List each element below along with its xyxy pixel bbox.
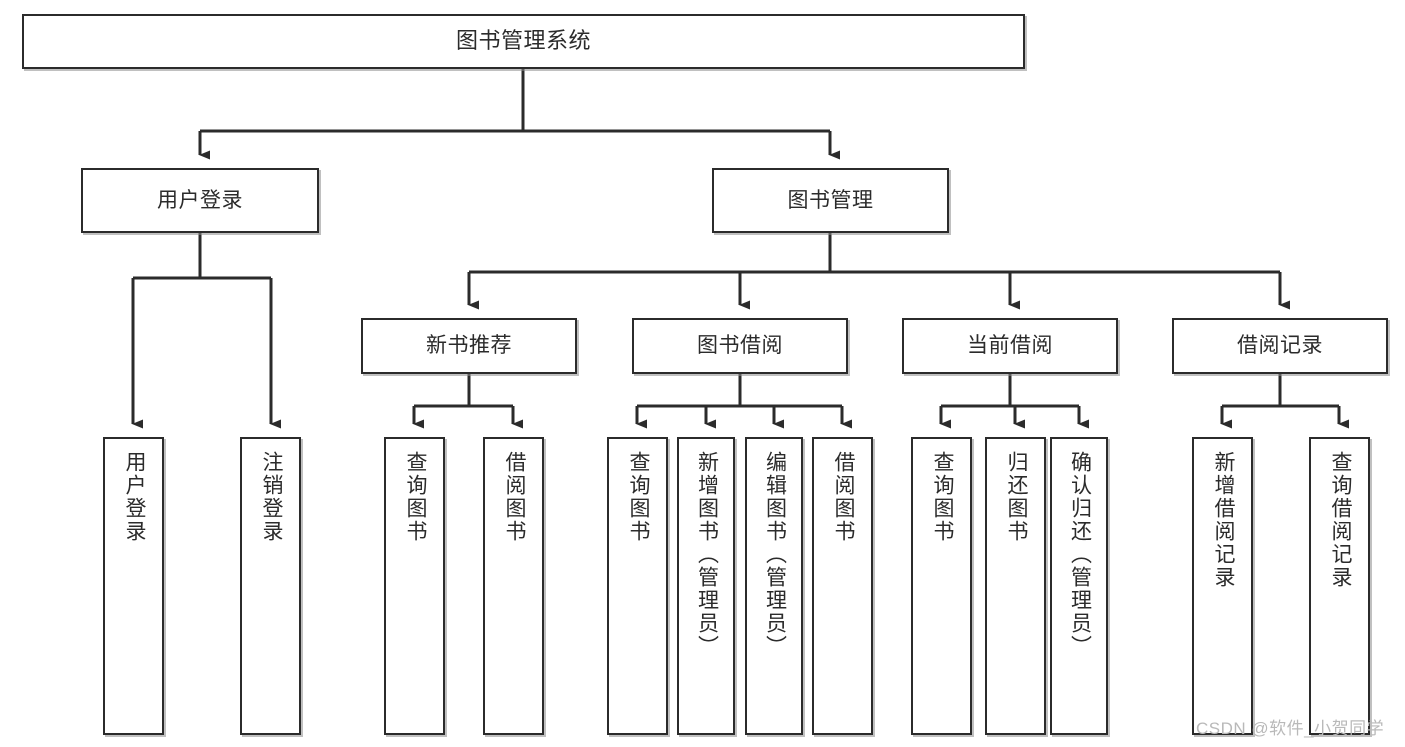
node-leaf-borrow-book-1[interactable]: 借阅图书	[483, 437, 544, 735]
node-leaf-borrow-book-2[interactable]: 借阅图书	[812, 437, 873, 735]
node-leaf-query-borrow-record[interactable]: 查询借阅记录	[1309, 437, 1370, 735]
node-leaf-return-book-label: 归还图书	[1004, 451, 1028, 543]
node-root-label: 图书管理系统	[455, 28, 591, 54]
node-leaf-add-book-label: 新增图书（管理员）	[695, 451, 719, 658]
node-leaf-edit-book[interactable]: 编辑图书（管理员）	[745, 437, 803, 735]
node-leaf-user-logout-label: 注销登录	[259, 451, 283, 543]
node-new-book-recommend[interactable]: 新书推荐	[361, 318, 577, 374]
node-leaf-edit-book-label: 编辑图书（管理员）	[763, 451, 787, 658]
node-leaf-user-login-label: 用户登录	[122, 451, 146, 543]
node-user-login-label: 用户登录	[157, 188, 243, 212]
node-leaf-query-book-2-label: 查询图书	[626, 451, 650, 543]
node-new-book-recommend-label: 新书推荐	[426, 334, 512, 358]
node-leaf-add-borrow-record[interactable]: 新增借阅记录	[1192, 437, 1253, 735]
node-leaf-borrow-book-2-label: 借阅图书	[831, 451, 855, 543]
node-user-login[interactable]: 用户登录	[81, 168, 319, 233]
node-leaf-query-book-3-label: 查询图书	[930, 451, 954, 543]
node-leaf-add-borrow-record-label: 新增借阅记录	[1211, 451, 1235, 589]
node-current-borrow[interactable]: 当前借阅	[902, 318, 1118, 374]
csdn-watermark: CSDN @软件_小贺同学	[1196, 719, 1385, 738]
node-root[interactable]: 图书管理系统	[22, 14, 1025, 69]
node-leaf-user-logout[interactable]: 注销登录	[240, 437, 301, 735]
node-borrow-record-label: 借阅记录	[1237, 334, 1323, 358]
node-current-borrow-label: 当前借阅	[967, 334, 1053, 358]
node-leaf-return-book[interactable]: 归还图书	[985, 437, 1046, 735]
node-leaf-query-book-2[interactable]: 查询图书	[607, 437, 668, 735]
node-leaf-query-book-1[interactable]: 查询图书	[384, 437, 445, 735]
node-book-manage[interactable]: 图书管理	[712, 168, 949, 233]
node-leaf-confirm-return-label: 确认归还（管理员）	[1068, 451, 1092, 658]
node-leaf-borrow-book-1-label: 借阅图书	[502, 451, 526, 543]
node-leaf-confirm-return[interactable]: 确认归还（管理员）	[1050, 437, 1108, 735]
node-book-borrow[interactable]: 图书借阅	[632, 318, 848, 374]
node-book-manage-label: 图书管理	[787, 188, 874, 212]
node-leaf-query-book-3[interactable]: 查询图书	[911, 437, 972, 735]
node-leaf-user-login[interactable]: 用户登录	[103, 437, 164, 735]
node-leaf-query-book-1-label: 查询图书	[403, 451, 427, 543]
node-book-borrow-label: 图书借阅	[697, 334, 783, 358]
node-leaf-add-book[interactable]: 新增图书（管理员）	[677, 437, 735, 735]
node-leaf-query-borrow-record-label: 查询借阅记录	[1328, 451, 1352, 589]
node-borrow-record[interactable]: 借阅记录	[1172, 318, 1388, 374]
